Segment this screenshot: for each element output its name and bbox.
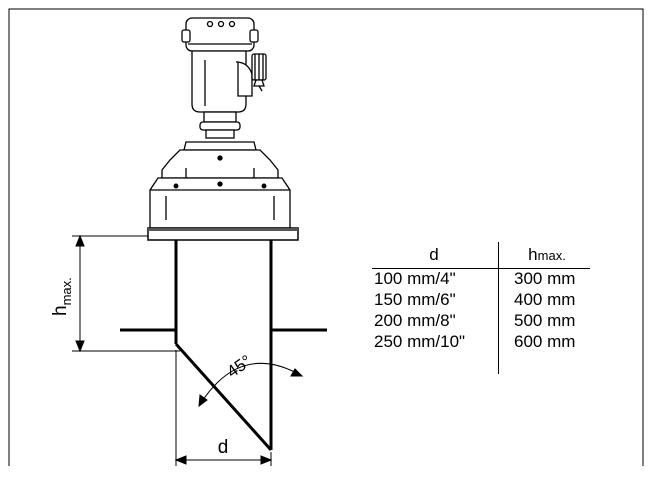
- table-column-divider: [498, 242, 499, 374]
- table-header-h: hmax.: [502, 242, 592, 268]
- table-header-h-sub: max.: [537, 248, 566, 263]
- sensor-housing: [147, 17, 299, 241]
- table-cell-d: 150 mm/6": [374, 290, 456, 309]
- table-header-divider: [372, 268, 590, 269]
- frame-border: [8, 8, 644, 466]
- h-max-label: hmax.: [50, 277, 74, 316]
- angle-label: 45°: [223, 351, 255, 381]
- angle-arc: [198, 362, 304, 408]
- table-cell-h: 400 mm: [514, 290, 576, 309]
- table-header-d: d: [429, 245, 439, 264]
- table-cell-h: 300 mm: [514, 269, 576, 288]
- d-dimension-label: d: [218, 437, 229, 458]
- table-cell-h: 600 mm: [514, 332, 576, 351]
- h-max-label-sub: max.: [59, 277, 74, 305]
- table-cell-d: 200 mm/8": [374, 311, 456, 330]
- svg-text:hmax.: hmax.: [50, 277, 74, 316]
- table-column-d: d 100 mm/4" 150 mm/6" 200 mm/8" 250 mm/1…: [372, 242, 496, 352]
- d-dimension: [174, 350, 273, 466]
- tank-socket: [120, 240, 327, 452]
- h-max-label-main: h: [50, 305, 71, 316]
- table-cell-d: 100 mm/4": [374, 269, 456, 288]
- h-max-dimension: [72, 234, 180, 353]
- table-cell-d: 250 mm/10": [374, 332, 466, 351]
- table-header-h-main: h: [528, 245, 538, 264]
- table-column-h: hmax. 300 mm 400 mm 500 mm 600 mm: [502, 242, 592, 352]
- table-cell-h: 500 mm: [514, 311, 576, 330]
